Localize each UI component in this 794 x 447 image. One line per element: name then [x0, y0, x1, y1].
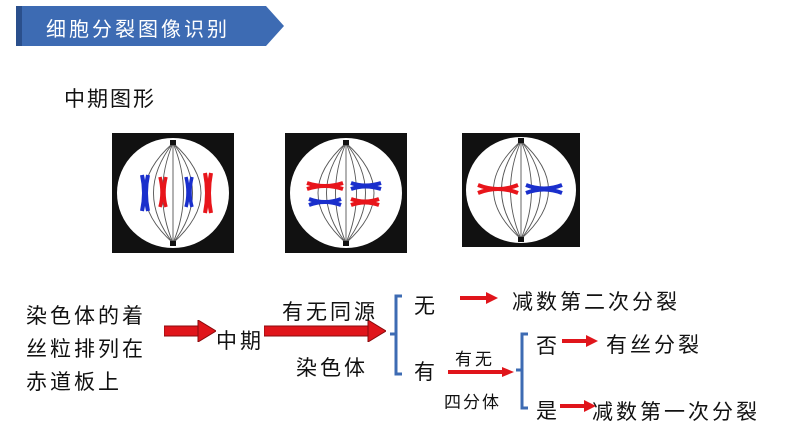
question-2-bottom: 四分体 — [444, 393, 501, 413]
banner-shape — [16, 6, 284, 46]
cell-image-metaphase-3 — [462, 133, 580, 247]
question-2-top: 有无 — [455, 350, 495, 370]
phase-label: 中期 — [216, 329, 264, 353]
bracket-2 — [516, 332, 528, 410]
branch-none: 无 — [414, 294, 438, 318]
condition-text: 染色体的着 丝粒排列在 赤道板上 — [26, 300, 166, 399]
chromosome-blue-1 — [140, 174, 150, 212]
condition-line-2: 丝粒排列在 — [26, 337, 146, 361]
result-mitosis: 有丝分裂 — [606, 333, 702, 357]
bracket-1 — [390, 294, 402, 376]
question-1-line-1: 有无同源 — [282, 300, 378, 324]
arrow-to-meiosis-2 — [460, 292, 498, 304]
cell-image-metaphase-2 — [285, 133, 407, 253]
cell-image-mitosis — [112, 133, 234, 253]
arrow-question-2 — [448, 367, 514, 377]
branch-no: 否 — [536, 334, 560, 358]
condition-line-1: 染色体的着 — [26, 304, 146, 328]
branch-yes: 是 — [536, 399, 560, 423]
page-title: 细胞分裂图像识别 — [46, 17, 230, 41]
result-meiosis-2: 减数第二次分裂 — [512, 290, 680, 314]
section-label: 中期图形 — [64, 87, 156, 111]
arrow-to-meiosis-1 — [560, 400, 596, 412]
result-meiosis-1: 减数第一次分裂 — [592, 400, 760, 424]
arrow-to-phase — [164, 320, 216, 342]
condition-line-3: 赤道板上 — [26, 370, 122, 394]
question-1-line-2: 染色体 — [296, 356, 368, 380]
arrow-to-question — [264, 320, 386, 342]
title-banner: 细胞分裂图像识别 — [16, 6, 284, 46]
arrow-to-mitosis — [562, 335, 598, 347]
branch-has: 有 — [414, 360, 438, 384]
